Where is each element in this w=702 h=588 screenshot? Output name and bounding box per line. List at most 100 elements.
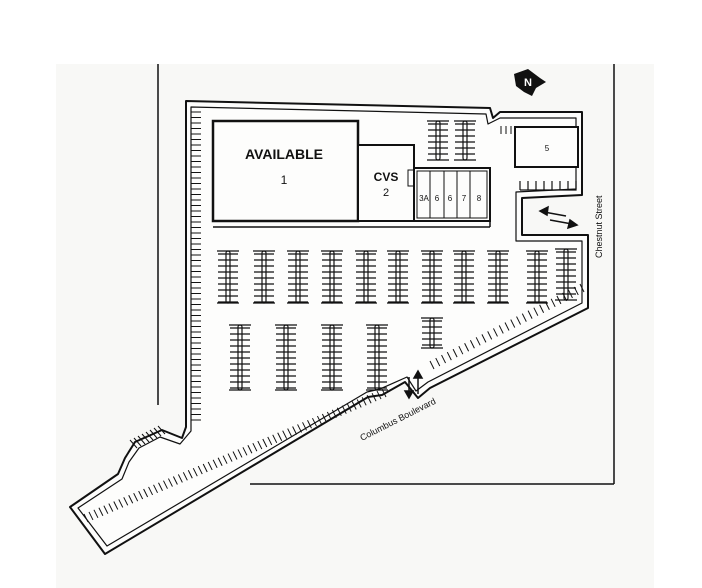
parking-stall-line — [371, 392, 377, 402]
parking-stall-line — [149, 429, 158, 439]
building-unit-2 — [357, 144, 415, 222]
unit-2-number: 2 — [383, 187, 389, 199]
building-unit-5 — [514, 126, 579, 168]
parking-stall-line — [123, 497, 129, 506]
parking-stall-line — [272, 434, 278, 444]
property-boundary — [157, 64, 615, 485]
parking-stall-line — [356, 399, 362, 408]
parking-stall-line — [498, 325, 504, 334]
parking-stall-line — [475, 337, 481, 346]
traffic-arrows-chestnut — [538, 205, 579, 230]
parking-stall-line — [312, 417, 317, 427]
parking-stall-line — [103, 505, 109, 514]
parking-stall-line — [141, 433, 150, 443]
unit-1-label: AVAILABLE — [245, 146, 323, 162]
parking-stall-line — [464, 343, 470, 352]
parking-stall-line — [157, 425, 166, 435]
parking-stall-line — [458, 345, 464, 355]
drive-thru-lane — [519, 181, 577, 191]
parking-stall-line — [118, 499, 124, 508]
parking-stall-line — [351, 401, 357, 410]
parking-stall-line — [133, 492, 139, 502]
small-units-block — [413, 167, 491, 222]
parking-stall-line — [133, 437, 142, 447]
parking-stall-line — [129, 439, 138, 449]
parking-stall-line — [163, 480, 168, 489]
parking-stall-line — [282, 430, 288, 439]
parking-stall-line — [435, 357, 441, 367]
parking-stall-line — [287, 428, 293, 437]
north-label: N — [524, 77, 532, 89]
parking-stall-line — [138, 490, 144, 500]
parking-stall-line — [341, 405, 347, 414]
parking-stall-line — [187, 470, 193, 479]
parking-stall-line — [247, 445, 253, 454]
parking-stall-line — [469, 340, 475, 349]
parking-stall-line — [326, 411, 332, 421]
parking-stall-line — [487, 331, 493, 340]
parking-stall-line — [153, 427, 162, 437]
unit-6b-number: 6 — [448, 194, 453, 203]
parking-lot-inner-edge — [77, 106, 583, 547]
parking-stall-line — [182, 472, 188, 481]
traffic-arrows-columbus — [403, 369, 424, 400]
parking-stall-line — [137, 435, 146, 445]
unit-3a-number: 3A — [419, 194, 429, 203]
parking-stall-line — [521, 313, 527, 322]
unit-1-number: 1 — [281, 173, 288, 187]
parking-stall-line — [108, 503, 114, 512]
parking-stall-line — [153, 484, 158, 494]
parking-stall-line — [346, 403, 352, 412]
parking-stall-line — [217, 457, 223, 466]
parking-stall-line — [267, 436, 273, 446]
parking-stall-line — [167, 478, 173, 487]
parking-stall-line — [527, 310, 533, 319]
parking-stall-line — [98, 507, 104, 516]
parking-stall-line — [446, 351, 452, 361]
parking-stall-line — [361, 397, 367, 406]
parking-stalls-south — [83, 283, 585, 523]
parking-stall-line — [93, 509, 99, 519]
parking-stall-line — [237, 449, 243, 458]
parking-stall-line — [252, 442, 258, 452]
parking-stall-line — [366, 395, 372, 404]
parking-stall-line — [232, 451, 238, 460]
parking-stall-line — [212, 459, 218, 469]
parking-stall-line — [539, 304, 545, 313]
parking-stall-line — [88, 511, 94, 521]
parking-stall-line — [128, 495, 134, 504]
parking-stall-line — [429, 360, 435, 370]
parking-stall-line — [222, 455, 228, 464]
parking-stall-line — [504, 322, 510, 331]
unit-7-number: 7 — [462, 194, 467, 203]
parking-stall-line — [516, 316, 521, 325]
parking-stall-line — [143, 488, 149, 498]
unit-2-label: CVS — [374, 170, 399, 184]
north-arrow-icon: N — [514, 69, 546, 96]
parking-stall-line — [197, 465, 203, 475]
building-unit-1 — [211, 119, 360, 223]
chestnut-street-label: Chestnut Street — [594, 195, 604, 258]
unit-6a-number: 6 — [435, 194, 440, 203]
parking-stall-line — [307, 420, 312, 429]
parking-stall-line — [579, 283, 585, 293]
parking-stall-line — [452, 348, 458, 358]
parking-stall-line — [493, 328, 498, 337]
parking-stall-line — [292, 426, 298, 435]
parking-stall-line — [533, 307, 539, 316]
parking-stall-line — [242, 447, 248, 456]
parking-stall-line — [257, 440, 263, 450]
parking-stall-line — [148, 486, 154, 496]
parking-stall-line — [192, 467, 198, 477]
parking-stall-line — [158, 482, 163, 491]
parking-stall-line — [321, 413, 327, 423]
parking-stall-line — [277, 432, 283, 441]
parking-stall-line — [331, 409, 337, 419]
parking-stall-line — [145, 431, 154, 441]
parking-stall-line — [262, 438, 268, 448]
parking-stall-line — [177, 474, 183, 483]
parking-stall-line — [441, 354, 446, 364]
parking-stall-line — [83, 513, 89, 523]
parking-stall-line — [172, 476, 178, 485]
